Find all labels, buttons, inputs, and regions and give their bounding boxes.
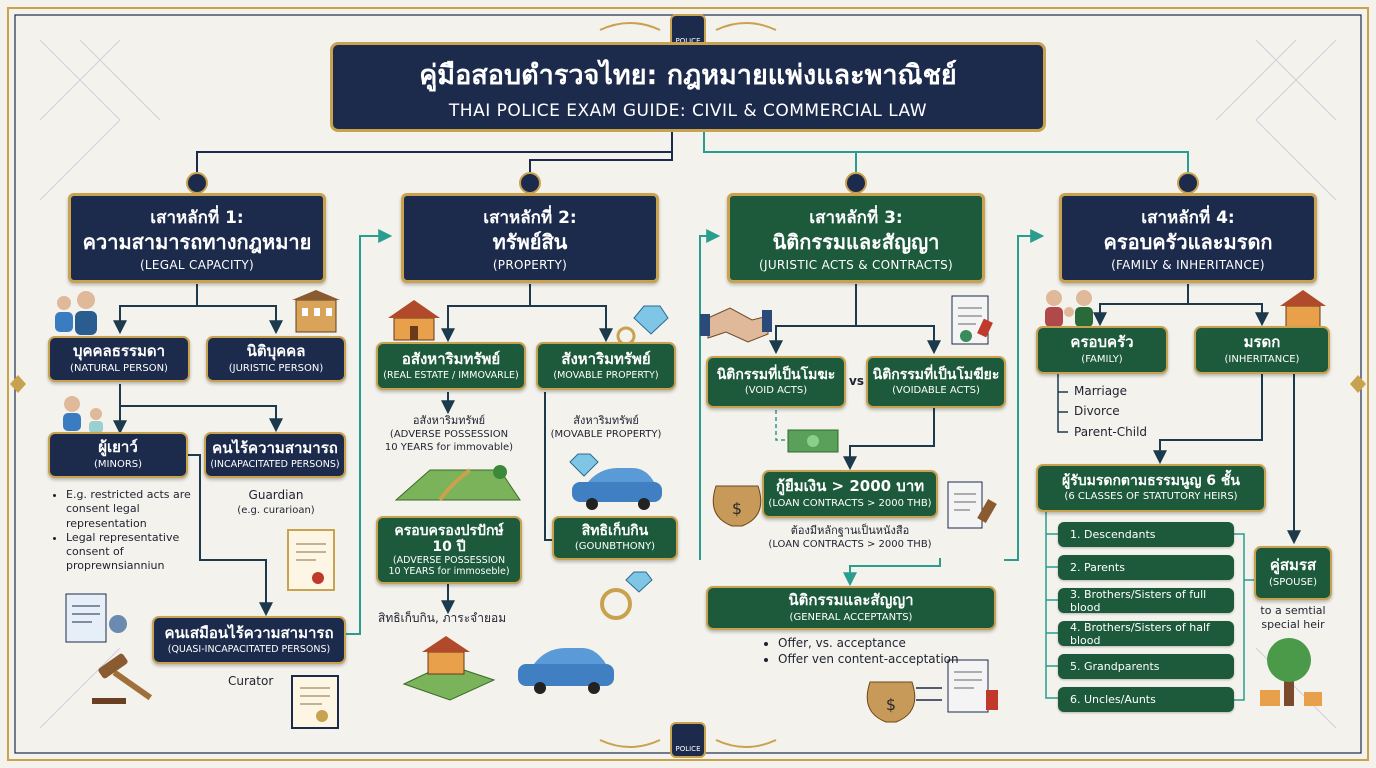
people-icon: [55, 291, 97, 335]
loan-contract-box: กู้ยืมเงิน > 2000 บาท (LOAN CONTRACTS > …: [762, 470, 938, 518]
void-acts-box: นิติกรรมที่เป็นโมฆะ (VOID ACTS): [706, 356, 846, 408]
car-icon-2: [518, 648, 614, 694]
certificate-icon: [287, 529, 335, 591]
inheritance-box: มรดก (INHERITANCE): [1194, 326, 1330, 374]
quasi-incapacitated-box: คนเสมือนไร้ความสามารถ (QUASI-INCAPACITAT…: [152, 616, 346, 664]
list-item: E.g. restricted acts are consent legal r…: [66, 488, 216, 531]
list-item: Legal representative consent of proprewn…: [66, 531, 216, 574]
incapacitated-box: คนไร้ความสามารถ (INCAPACITATED PERSONS): [204, 432, 346, 478]
general-notes: Offer, vs. acceptance Offer ven content-…: [762, 636, 998, 667]
pillar-seal-icon: [845, 172, 867, 194]
minor-notes: E.g. restricted acts are consent legal r…: [50, 488, 216, 574]
statutory-heirs-box: ผู้รับมรดกตามธรรมนูญ 6 ชั้น (6 CLASSES O…: [1036, 464, 1266, 512]
contract-stamp-icon: [951, 295, 993, 345]
gavel-icon: [92, 653, 153, 704]
real-estate-box: อสังหาริมทรัพย์ (REAL ESTATE / IMMOVARLE…: [376, 342, 526, 390]
svg-text:$: $: [732, 499, 742, 518]
page-title: คู่มือสอบตำรวจไทย: กฎหมายแพ่งและพาณิชย์ …: [330, 42, 1046, 132]
list-item: 4. Brothers/Sisters of half blood: [1058, 621, 1234, 647]
family-box: ครอบครัว (FAMILY): [1036, 326, 1168, 374]
pillar-1-legal-capacity: เสาหลักที่ 1: ความสามารถทางกฎหมาย (LEGAL…: [68, 193, 326, 283]
list-item: 2. Parents: [1058, 555, 1234, 580]
document-icon: [65, 593, 127, 643]
minors-box: ผู้เยาว์ (MINORS): [48, 432, 188, 478]
list-item: 1. Descendants: [1058, 522, 1234, 547]
house-icon-2: [1280, 290, 1326, 329]
usufruct-box: สิทธิเก็บกิน (GOUNBTHONY): [552, 516, 678, 560]
list-item: 3. Brothers/Sisters of full blood: [1058, 588, 1234, 614]
guardian-text: Guardian (e.g. curarioan): [237, 488, 315, 516]
land-icon: [394, 465, 521, 502]
natural-person-box: บุคคลธรรมดา (NATURAL PERSON): [48, 336, 190, 382]
family-item: Divorce: [1074, 404, 1120, 418]
pillar-2-property: เสาหลักที่ 2: ทรัพย์สิน (PROPERTY): [401, 193, 659, 283]
general-contracts-box: นิติกรรมและสัญญา (GENERAL ACCEPTANTS): [706, 586, 996, 630]
movable-property-box: สังหาริมทรัพย์ (MOVABLE PROPERTY): [536, 342, 676, 390]
voidable-acts-box: นิติกรรมที่เป็นโมฆียะ (VOIDABLE ACTS): [866, 356, 1006, 408]
title-thai: คู่มือสอบตำรวจไทย: กฎหมายแพ่งและพาณิชย์: [419, 60, 957, 91]
pillar-seal-icon: [1177, 172, 1199, 194]
pillar-4-family-inheritance: เสาหลักที่ 4: ครอบครัวและมรดก (FAMILY & …: [1059, 193, 1317, 283]
list-item: 6. Uncles/Aunts: [1058, 687, 1234, 712]
child-icon: [63, 396, 103, 433]
real-estate-note: อสังหาริมทรัพย์ (ADVERSE POSSESSION 10 Y…: [384, 414, 514, 454]
tree-icon: [1260, 638, 1322, 706]
family-item: Parent-Child: [1074, 425, 1148, 439]
diamond-icon: [569, 453, 599, 477]
list-item: Offer, vs. acceptance: [778, 636, 998, 652]
family-item: Marriage: [1074, 384, 1128, 398]
car-icon: [572, 468, 662, 510]
pillar-seal-icon: [519, 172, 541, 194]
diploma-icon: [291, 675, 339, 729]
contract-icon: [947, 659, 998, 713]
svg-text:$: $: [886, 695, 896, 714]
document-stamp-icon: [947, 481, 997, 529]
house-icon: [388, 300, 440, 341]
money-bag-icon: $: [712, 485, 762, 527]
cash-icon: [787, 429, 839, 453]
spouse-note: to a semtial special heir: [1260, 604, 1326, 632]
building-icon: [292, 290, 340, 333]
family-icon: [1045, 290, 1093, 327]
outer-frame: [7, 7, 1369, 761]
loan-note: ต้องมีหลักฐานเป็นหนังสือ (LOAN CONTRACTS…: [768, 524, 932, 551]
money-bag-exchange-icon: $: [866, 681, 942, 723]
spouse-box: คู่สมรส (SPOUSE): [1254, 546, 1332, 600]
versus-label: vs: [849, 374, 864, 388]
house-land-icon: [402, 636, 496, 701]
police-badge-bottom: POLICE: [670, 722, 706, 758]
pillar-seal-icon: [186, 172, 208, 194]
list-item: Offer ven content-acceptation: [778, 652, 998, 668]
handshake-icon: [700, 307, 772, 343]
list-item: 5. Grandparents: [1058, 654, 1234, 679]
rights-note: สิทธิเก็บกิน, ภาระจำยอม: [378, 611, 507, 625]
curator-text: Curator: [228, 674, 274, 688]
ring-icon: [600, 571, 653, 620]
diamond-ring-icon: [616, 305, 669, 346]
juristic-person-box: นิติบุคคล (JURISTIC PERSON): [206, 336, 346, 382]
movable-note: สังหาริมทรัพย์ (MOVABLE PROPERTY): [550, 414, 662, 441]
title-english: THAI POLICE EXAM GUIDE: CIVIL & COMMERCI…: [448, 101, 928, 121]
pillar-3-juristic-acts: เสาหลักที่ 3: นิติกรรมและสัญญา (JURISTIC…: [727, 193, 985, 283]
adverse-possession-box: ครอบครองปรปักษ์ 10 ปี (ADVERSE POSSESSIO…: [376, 516, 522, 584]
